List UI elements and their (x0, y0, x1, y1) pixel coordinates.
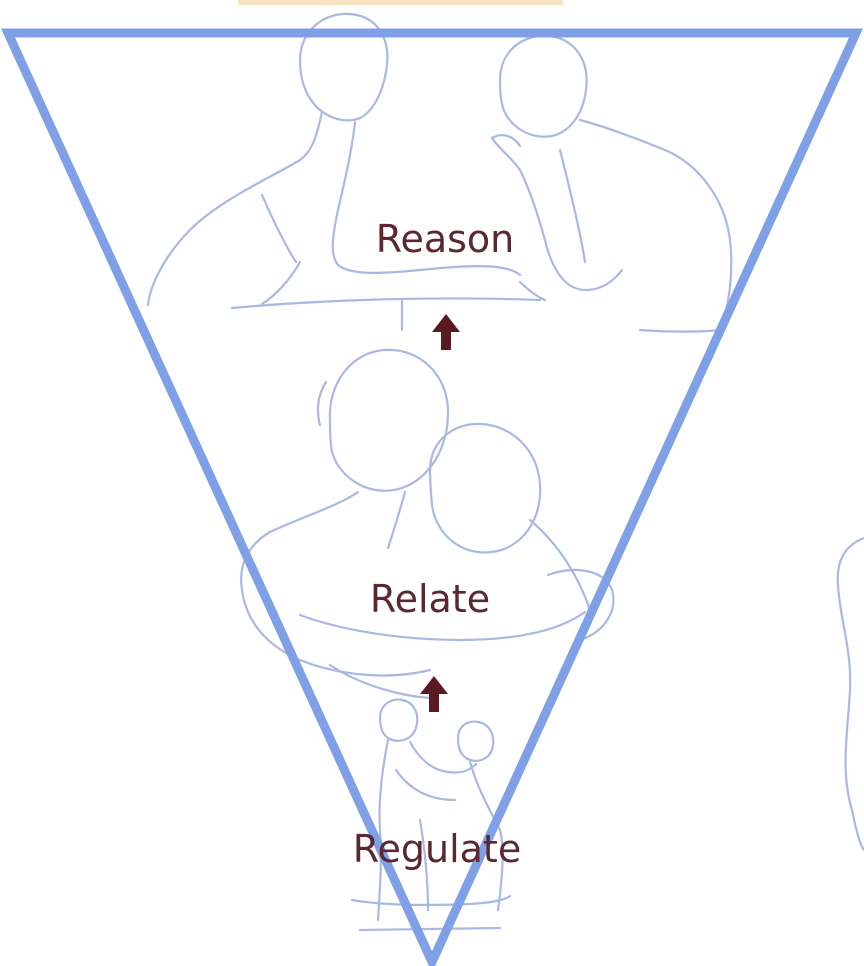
stage-label-regulate: Regulate (353, 827, 521, 871)
partial-figure-edge (838, 538, 864, 850)
stage-label-reason: Reason (376, 217, 515, 261)
up-arrow-icon (420, 676, 448, 712)
adults-talking-illustration (148, 14, 731, 332)
top-banner (238, 0, 563, 5)
up-arrow-icon (432, 314, 460, 350)
stage-label-relate: Relate (370, 577, 490, 621)
regulate-illustration (352, 700, 510, 930)
hugging-illustration (241, 350, 613, 698)
